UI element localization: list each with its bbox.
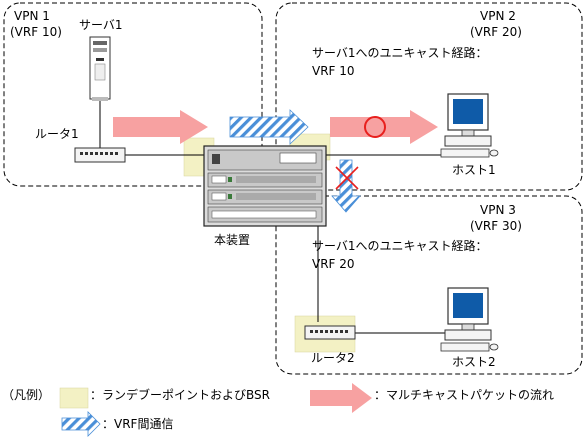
legend: （凡例） ：ランデブーポイントおよびBSR ：マルチキャストパケットの流れ ：V…	[2, 383, 554, 437]
legend-multicast-label: ：マルチキャストパケットの流れ	[374, 388, 554, 402]
legend-vrf-label: ：VRF間通信	[102, 417, 173, 431]
legend-rp-swatch	[59, 387, 89, 409]
success-circle-icon	[364, 116, 386, 138]
legend-vrf-arrow	[61, 411, 101, 437]
router1-label: ルータ1	[35, 127, 79, 141]
vpn2-route-line1: サーバ1へのユニキャスト経路：	[312, 45, 488, 60]
vpn3-vrf: (VRF 30)	[470, 219, 522, 233]
router2-icon	[304, 325, 356, 340]
vpn2-name: VPN 2	[480, 9, 516, 23]
vpn2-vrf: (VRF 20)	[470, 25, 522, 39]
host2-label: ホスト2	[452, 355, 496, 369]
host2-icon	[440, 287, 499, 352]
vrf-arrow-top	[229, 109, 309, 145]
vpn3-name: VPN 3	[480, 203, 516, 217]
vpn1-vrf: (VRF 10)	[10, 25, 62, 39]
legend-multicast-arrow	[310, 383, 372, 413]
router1-icon	[74, 147, 126, 163]
switch-icon	[203, 145, 327, 227]
legend-rp-label: ：ランデブーポイントおよびBSR	[90, 387, 270, 402]
vpn1-name: VPN 1	[14, 9, 50, 23]
server1-label: サーバ1	[79, 18, 123, 32]
vpn3-route-line2: VRF 20	[312, 257, 355, 271]
vpn3-route-line1: サーバ1へのユニキャスト経路：	[312, 238, 488, 253]
vpn2-zone	[275, 2, 583, 191]
server1-icon	[89, 36, 111, 101]
host1-label: ホスト1	[452, 163, 496, 177]
router2-label: ルータ2	[311, 351, 355, 365]
switch-label: 本装置	[214, 233, 250, 247]
host1-icon	[440, 93, 499, 158]
multicast-arrow-vpn1	[113, 110, 208, 144]
vpn3-zone	[275, 195, 583, 375]
vrf-arrow-down	[331, 159, 361, 213]
vpn2-route-line2: VRF 10	[312, 64, 355, 78]
vpn1-zone	[3, 2, 263, 187]
legend-title: （凡例）	[2, 388, 50, 402]
